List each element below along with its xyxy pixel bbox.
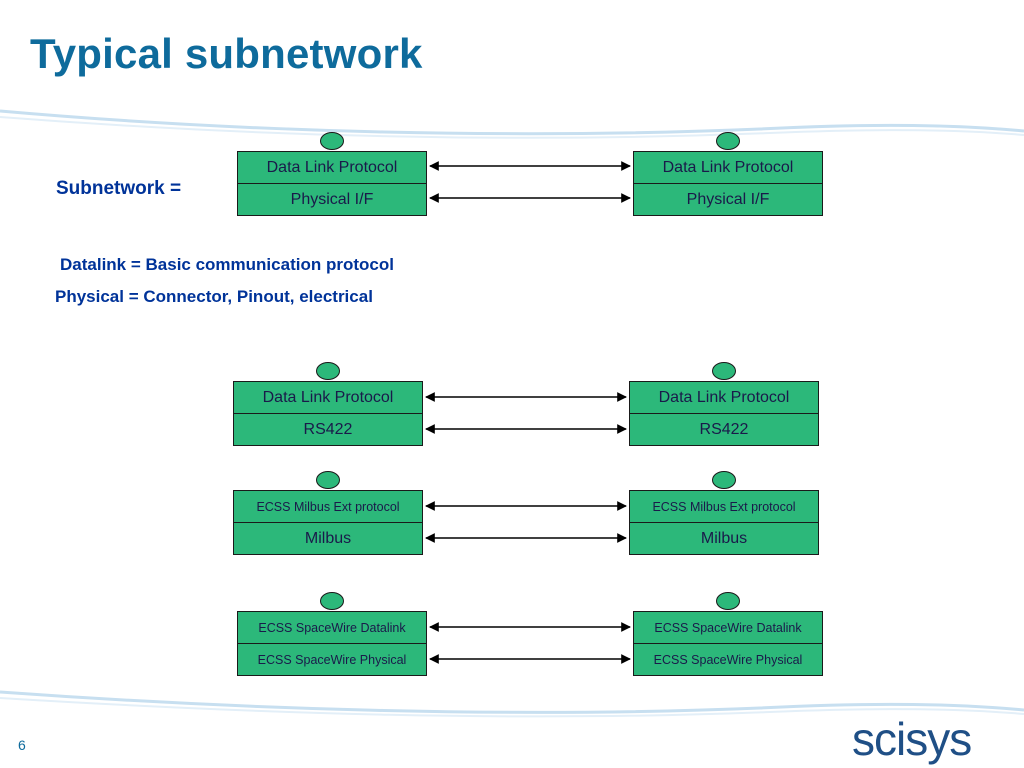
slide-title: Typical subnetwork [30,30,423,77]
node-right-spacewire: ECSS SpaceWire Datalink ECSS SpaceWire P… [633,592,823,676]
protocol-stack: Data Link Protocol Physical I/F [633,151,823,216]
node-circle-icon [712,362,736,380]
node-left-spacewire: ECSS SpaceWire Datalink ECSS SpaceWire P… [237,592,427,676]
decorative-swoosh-bottom [0,690,1024,718]
node-circle-icon [316,362,340,380]
page-number: 6 [18,737,26,753]
physical-definition: Physical = Connector, Pinout, electrical [55,287,373,306]
node-right-milbus: ECSS Milbus Ext protocol Milbus [629,471,819,555]
datalink-definition: Datalink = Basic communication protocol [60,255,394,274]
datalink-layer: Data Link Protocol [658,388,790,406]
physical-layer: Physical I/F [634,183,822,215]
node-circle-icon [320,132,344,150]
node-circle-icon [716,132,740,150]
protocol-stack: Data Link Protocol RS422 [629,381,819,446]
node-left-rs422: Data Link Protocol RS422 [233,362,423,446]
datalink-layer: Data Link Protocol [662,158,794,176]
protocol-stack: ECSS Milbus Ext protocol Milbus [233,490,423,555]
node-circle-icon [316,471,340,489]
node-circle-icon [320,592,344,610]
physical-layer: Milbus [234,522,422,554]
decorative-swoosh-top [0,109,1024,139]
node-left-subnetwork: Data Link Protocol Physical I/F [237,132,427,216]
protocol-stack: Data Link Protocol Physical I/F [237,151,427,216]
physical-layer: RS422 [234,413,422,445]
datalink-layer: ECSS Milbus Ext protocol [256,499,400,514]
protocol-stack: ECSS Milbus Ext protocol Milbus [629,490,819,555]
protocol-stack: ECSS SpaceWire Datalink ECSS SpaceWire P… [633,611,823,676]
subnetwork-label: Subnetwork = [56,178,182,199]
physical-layer: RS422 [630,413,818,445]
protocol-stack: ECSS SpaceWire Datalink ECSS SpaceWire P… [237,611,427,676]
physical-layer: Physical I/F [238,183,426,215]
node-left-milbus: ECSS Milbus Ext protocol Milbus [233,471,423,555]
physical-layer: ECSS SpaceWire Physical [238,643,426,675]
physical-layer: Milbus [630,522,818,554]
company-logo: scisys [852,713,972,765]
datalink-layer: ECSS SpaceWire Datalink [654,620,802,635]
datalink-layer: ECSS SpaceWire Datalink [258,620,406,635]
physical-layer: ECSS SpaceWire Physical [634,643,822,675]
node-right-subnetwork: Data Link Protocol Physical I/F [633,132,823,216]
protocol-stack: Data Link Protocol RS422 [233,381,423,446]
node-circle-icon [712,471,736,489]
datalink-layer: Data Link Protocol [262,388,394,406]
datalink-layer: Data Link Protocol [266,158,398,176]
node-circle-icon [716,592,740,610]
node-right-rs422: Data Link Protocol RS422 [629,362,819,446]
datalink-layer: ECSS Milbus Ext protocol [652,499,796,514]
